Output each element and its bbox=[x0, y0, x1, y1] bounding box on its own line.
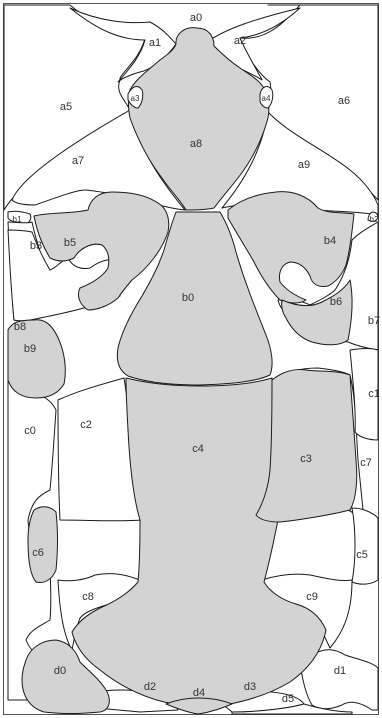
label-b4: b4 bbox=[324, 235, 336, 247]
label-b8: b8 bbox=[14, 321, 26, 333]
label-c1: c1 bbox=[368, 388, 380, 400]
label-a6: a6 bbox=[338, 95, 350, 107]
label-b5: b5 bbox=[64, 237, 76, 249]
label-a3: a3 bbox=[131, 94, 140, 103]
label-d3: d3 bbox=[244, 681, 256, 693]
label-b0: b0 bbox=[182, 292, 194, 304]
label-c4: c4 bbox=[192, 443, 204, 455]
label-c3: c3 bbox=[300, 453, 312, 465]
label-c6: c6 bbox=[32, 547, 44, 559]
label-a4: a4 bbox=[262, 94, 271, 103]
label-a8: a8 bbox=[190, 138, 202, 150]
label-a1: a1 bbox=[149, 37, 161, 49]
piece-c6[interactable] bbox=[28, 507, 58, 583]
label-c5: c5 bbox=[356, 549, 368, 561]
label-b7: b7 bbox=[368, 315, 380, 327]
label-c2: c2 bbox=[80, 419, 92, 431]
label-c9: c9 bbox=[306, 591, 318, 603]
label-c7: c7 bbox=[360, 457, 372, 469]
label-b6: b6 bbox=[330, 296, 342, 308]
label-d4: d4 bbox=[193, 687, 205, 699]
label-a0: a0 bbox=[190, 12, 202, 24]
piece-c5[interactable] bbox=[352, 508, 378, 584]
label-c8: c8 bbox=[82, 591, 94, 603]
label-b9: b9 bbox=[24, 343, 36, 355]
label-d5: d5 bbox=[282, 693, 294, 705]
label-d0: d0 bbox=[54, 665, 66, 677]
label-a7: a7 bbox=[72, 155, 84, 167]
label-c0: c0 bbox=[24, 425, 36, 437]
label-a2: a2 bbox=[234, 35, 246, 47]
label-b2: b2 bbox=[370, 215, 379, 224]
label-a9: a9 bbox=[298, 159, 310, 171]
label-d2: d2 bbox=[144, 681, 156, 693]
label-d1: d1 bbox=[334, 665, 346, 677]
label-b3: b3 bbox=[30, 240, 42, 252]
label-b1: b1 bbox=[13, 215, 22, 224]
label-a5: a5 bbox=[60, 101, 72, 113]
